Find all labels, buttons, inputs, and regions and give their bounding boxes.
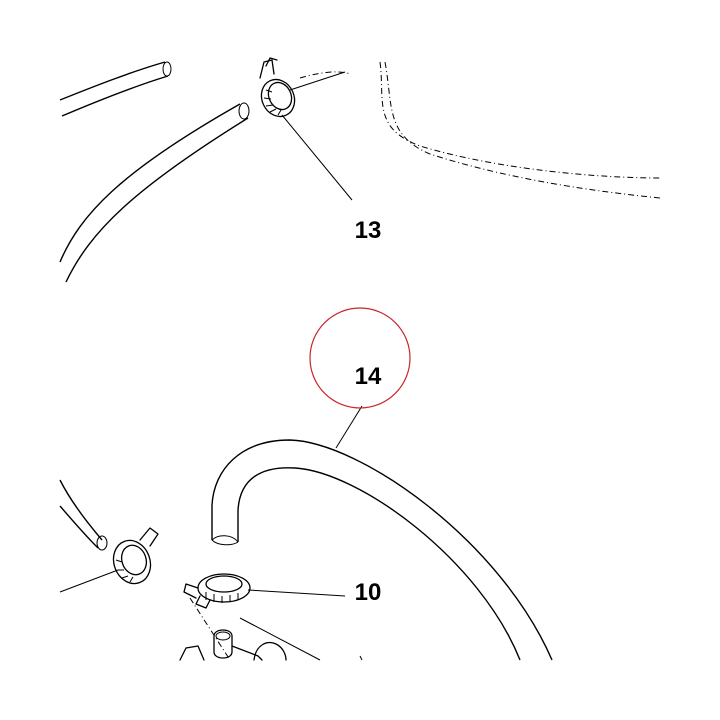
leader-lower-left — [59, 569, 119, 593]
upper-hoses — [59, 61, 250, 283]
leader-14 — [335, 405, 363, 449]
hose-14 — [211, 439, 553, 661]
leader-13 — [281, 71, 353, 201]
hose-clamp-10 — [183, 573, 251, 609]
hose-clamp-13 — [259, 57, 296, 118]
callout-10: 10 — [355, 579, 382, 606]
center-axis — [189, 597, 231, 661]
highlight-circle — [309, 307, 411, 409]
lower-left-hose — [59, 479, 108, 551]
bottom-component — [179, 617, 363, 661]
callout-14: 14 — [355, 363, 382, 390]
body-outline — [299, 61, 661, 199]
callout-13: 13 — [355, 217, 382, 244]
hose-clamp-lower-left — [112, 527, 159, 585]
leader-10 — [247, 589, 346, 597]
